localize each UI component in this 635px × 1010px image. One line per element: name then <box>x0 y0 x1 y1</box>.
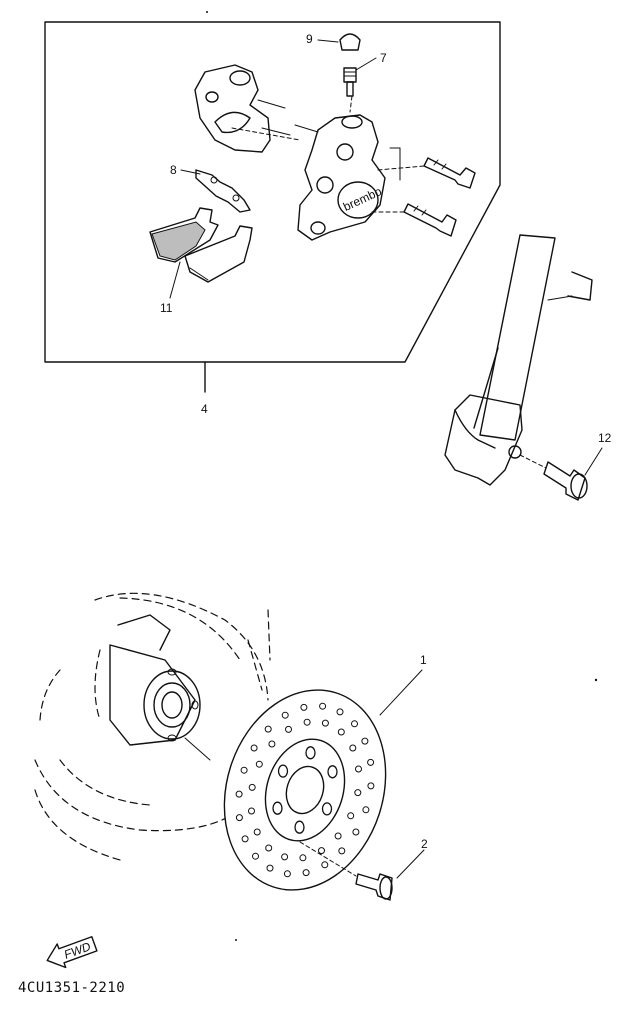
disc-vent-hole <box>248 807 255 815</box>
disc-vent-hole <box>255 760 263 768</box>
disc-vent-hole <box>351 720 358 728</box>
disc-vent-hole <box>268 740 276 748</box>
disc-mount-hole <box>272 801 283 815</box>
front-fork-leg <box>444 234 593 486</box>
disc-vent-hole <box>235 790 243 798</box>
disc-vent-hole <box>283 870 291 878</box>
disc-vent-hole <box>264 725 272 733</box>
disc-vent-hole <box>240 766 248 774</box>
disc-mount-hole <box>327 765 338 779</box>
disc-vent-hole <box>253 828 261 836</box>
disc-vent-hole <box>337 728 345 736</box>
disc-vent-hole <box>352 828 360 836</box>
disc-mount-hole <box>305 746 316 760</box>
callout-8: 8 <box>170 163 177 177</box>
brake-disc <box>223 689 387 891</box>
brake-pad-kit <box>149 207 253 283</box>
disc-bolt <box>299 841 393 901</box>
disc-vent-hole <box>336 708 344 716</box>
callout-7: 7 <box>380 51 387 65</box>
disc-vent-hole <box>303 718 311 726</box>
disc-bolt-holes <box>272 746 338 834</box>
fork-bolt <box>543 461 588 501</box>
disc-vent-hole <box>362 806 370 814</box>
disc-vent-hole <box>281 853 289 861</box>
disc-vent-hole <box>252 852 259 860</box>
disc-vent-hole <box>235 814 243 822</box>
bleed-screw <box>343 67 357 97</box>
callout-leaders <box>169 39 603 879</box>
caliper-bracket <box>194 64 291 153</box>
callout-12: 12 <box>598 431 612 445</box>
disc-vent-hole <box>300 703 308 711</box>
caliper-brand-text: brembo <box>341 184 384 214</box>
disc-mount-hole <box>294 820 305 834</box>
callout-4: 4 <box>201 402 208 416</box>
disc-vent-hole <box>321 861 329 869</box>
caliper-bolt-lower <box>403 203 457 237</box>
disc-vent-hole <box>250 744 258 752</box>
disc-vent-hole <box>349 744 357 752</box>
disc-vent-hole <box>347 812 355 820</box>
disc-vent-hole <box>361 737 369 745</box>
caliper-bolt-upper <box>423 157 476 189</box>
diagram-code: 4CU1351-2210 <box>18 980 125 996</box>
disc-vent-hole <box>241 835 249 843</box>
disc-vent-hole <box>367 758 375 766</box>
disc-vent-hole <box>281 711 289 719</box>
disc-vent-hole <box>355 765 362 773</box>
disc-vent-hole <box>338 847 346 855</box>
callout-11: 11 <box>160 301 173 315</box>
disc-vent-hole <box>367 782 375 790</box>
disc-vent-hole <box>318 847 325 855</box>
disc-vent-hole <box>299 854 307 862</box>
disc-vent-hole <box>265 844 273 852</box>
callout-2: 2 <box>421 837 428 851</box>
caliper-assembly-box <box>44 21 501 393</box>
disc-mount-hole <box>321 802 333 816</box>
disc-vent-hole <box>285 725 292 733</box>
forward-direction-arrow: FWD <box>46 936 98 969</box>
bleed-screw-cap <box>339 33 361 51</box>
disc-vent-hole <box>319 702 327 710</box>
disc-vent-hole <box>334 832 342 840</box>
disc-vent-hole <box>248 783 256 791</box>
callout-1: 1 <box>420 653 427 667</box>
disc-mount-hole <box>277 764 289 778</box>
disc-vent-hole <box>302 869 310 877</box>
pad-spring <box>195 169 251 213</box>
disc-vent-hole <box>266 864 274 872</box>
caliper-body: brembo <box>294 114 401 241</box>
disc-vent-hole <box>354 789 362 797</box>
disc-vent-holes <box>235 702 375 878</box>
callout-9: 9 <box>306 32 313 46</box>
disc-vent-hole <box>321 719 329 727</box>
exploded-guide-lines <box>231 95 547 469</box>
